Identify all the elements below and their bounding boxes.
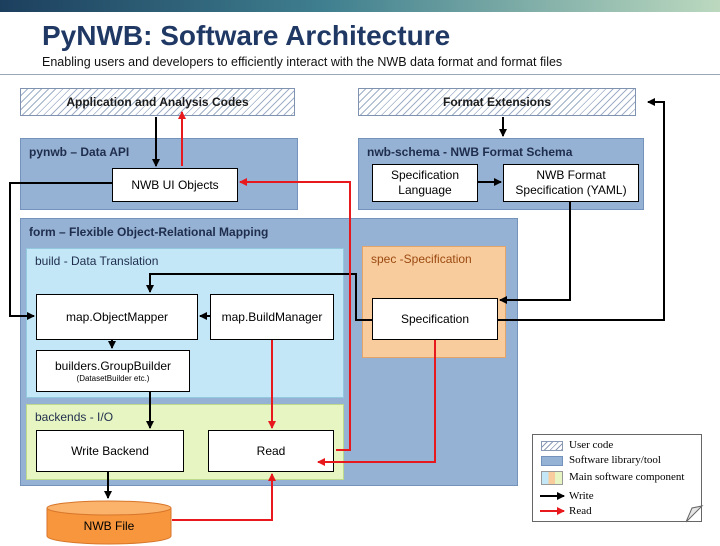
build-manager-box: map.BuildManager [210, 294, 334, 340]
legend-swatch-main-component [541, 471, 563, 485]
specification-box: Specification [372, 298, 498, 340]
nwb-file-label: NWB File [84, 519, 135, 533]
backends-label: backends - I/O [35, 410, 114, 424]
page-subtitle: Enabling users and developers to efficie… [42, 55, 563, 69]
format-extensions-box: Format Extensions [358, 88, 636, 116]
nwb-ui-objects-label: NWB UI Objects [131, 177, 219, 192]
legend-swatch-library [541, 456, 563, 466]
group-builder-box: builders.GroupBuilder (DatasetBuilder et… [36, 350, 190, 392]
nwb-file-cylinder: NWB File [46, 500, 172, 545]
specification-label: Specification [400, 311, 470, 326]
pynwb-label: pynwb – Data API [29, 145, 130, 159]
build-label: build - Data Translation [35, 254, 159, 268]
legend-library: Software library/tool [569, 454, 661, 466]
object-mapper-label: map.ObjectMapper [65, 309, 169, 324]
format-extensions-label: Format Extensions [442, 95, 552, 109]
legend-swatch-user-code [541, 441, 563, 451]
write-backend-label: Write Backend [71, 443, 149, 458]
form-label: form – Flexible Object-Relational Mappin… [29, 225, 269, 239]
page-title: PyNWB: Software Architecture [42, 20, 451, 51]
spec-language-line2: Language [398, 183, 452, 197]
spec-language-box: Specification Language [372, 164, 478, 202]
object-mapper-box: map.ObjectMapper [36, 294, 198, 340]
title-divider [0, 74, 720, 75]
application-codes-box: Application and Analysis Codes [20, 88, 295, 116]
nwb-schema-label: nwb-schema - NWB Format Schema [367, 145, 573, 159]
build-manager-label: map.BuildManager [221, 309, 323, 324]
read-label: Read [256, 443, 286, 458]
write-backend-box: Write Backend [36, 430, 184, 472]
format-spec-line2: Specification (YAML) [515, 183, 627, 197]
legend-main-component: Main software component [569, 471, 685, 483]
read-box: Read [208, 430, 334, 472]
legend-write: Write [569, 490, 594, 502]
spec-label: spec -Specification [371, 252, 472, 266]
format-spec-yaml-box: NWB Format Specification (YAML) [503, 164, 639, 202]
group-builder-note: (DatasetBuilder etc.) [76, 373, 150, 383]
nwb-ui-objects-box: NWB UI Objects [112, 168, 238, 202]
format-spec-line1: NWB Format [536, 168, 606, 182]
legend: User code Software library/tool Main sof… [532, 434, 702, 522]
top-banner [0, 0, 720, 12]
group-builder-label: builders.GroupBuilder [54, 358, 172, 373]
write-arrow-spec-to-extensions [498, 98, 665, 321]
application-codes-label: Application and Analysis Codes [66, 95, 249, 109]
spec-language-line1: Specification [390, 168, 460, 182]
legend-user-code: User code [569, 439, 614, 451]
legend-read: Read [569, 505, 592, 517]
